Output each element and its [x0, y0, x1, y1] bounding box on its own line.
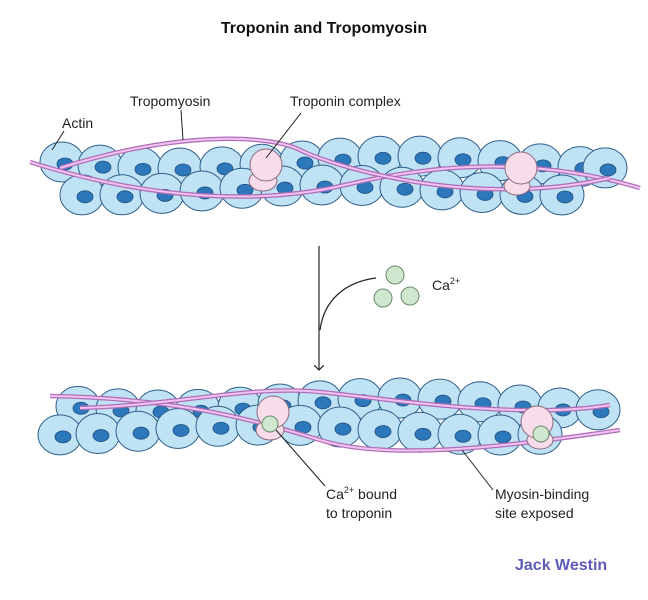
calcium-bound-label-line2: to troponin [326, 505, 392, 521]
bound-calcium-1 [261, 415, 279, 433]
actin-filament-bottom [37, 377, 621, 456]
actin-monomer [397, 135, 443, 177]
actin-monomer [59, 174, 105, 216]
actin-monomer [155, 407, 201, 449]
calcium-bound-label: Ca2+ bound [326, 485, 397, 502]
troponin-complex-bottom-2 [520, 405, 554, 450]
troponin-complex-label: Troponin complex [290, 93, 401, 109]
brand-logo-text: Jack Westin [515, 557, 607, 574]
tropomyosin-strands-bottom [49, 388, 621, 453]
bound-calcium-2 [532, 425, 550, 443]
actin-monomer [115, 410, 161, 452]
actin-monomer [437, 413, 483, 455]
troponin-complex-bottom-1 [255, 395, 290, 441]
diagram-title: Troponin and Tropomyosin [220, 20, 428, 37]
actin-monomer [317, 406, 363, 448]
actin-monomer [539, 174, 585, 216]
tropomyosin-label: Tropomyosin [130, 93, 210, 109]
actin-monomer [459, 171, 505, 213]
actin-monomer [179, 170, 225, 212]
actin-monomer [397, 411, 443, 453]
calcium-ions [373, 265, 420, 308]
tropomyosin-strands-top [29, 136, 641, 199]
actin-beads-top [39, 135, 628, 216]
leader-lines [51, 109, 494, 491]
myosin-site-label: Myosin-binding [495, 486, 589, 502]
troponin-complex-top-2 [503, 151, 538, 196]
actin-filament-top [29, 135, 641, 216]
actin-monomer [37, 414, 83, 456]
actin-label: Actin [62, 115, 93, 131]
troponin-complex-top-1 [248, 148, 283, 192]
actin-monomer [575, 389, 621, 431]
actin-monomer [75, 413, 121, 455]
actin-monomer [357, 409, 403, 451]
calcium-entry-curve [319, 277, 377, 331]
actin-monomer [419, 169, 465, 211]
myosin-site-label-line2: site exposed [495, 505, 574, 521]
actin-monomer [417, 378, 463, 420]
calcium-ion-label: Ca2+ [432, 276, 460, 293]
